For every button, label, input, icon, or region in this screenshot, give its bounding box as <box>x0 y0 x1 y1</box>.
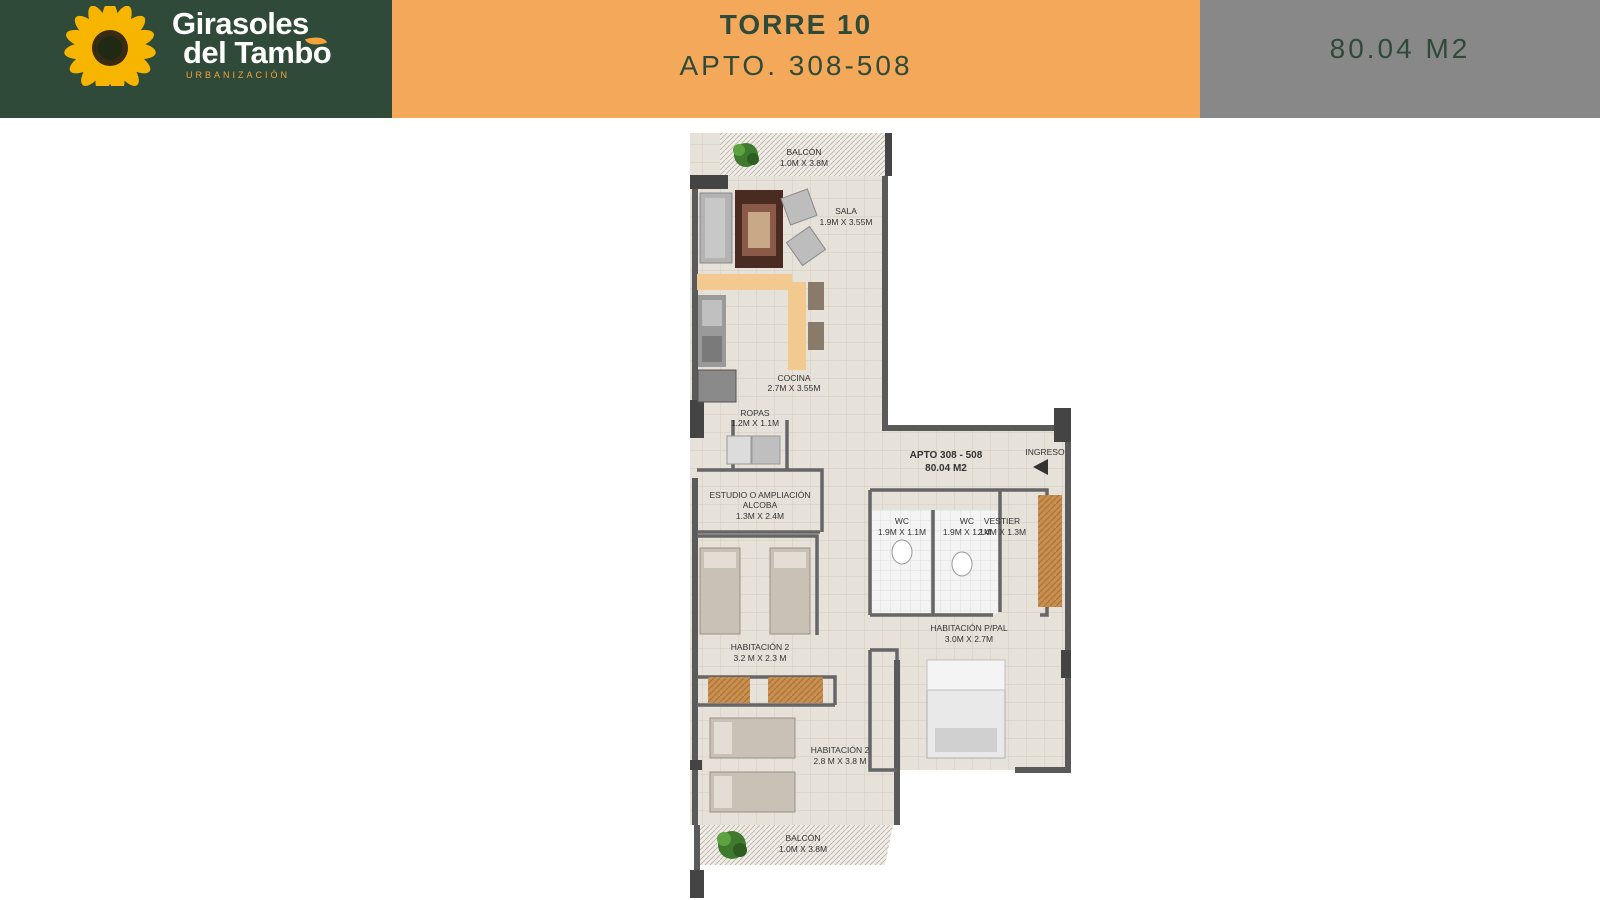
rug-icon <box>735 190 783 268</box>
brand-logo: Girasoles del Tambo URBANIZACIÓN <box>0 0 392 118</box>
size-habitacion-2b: 2.8 M X 3.8 M <box>814 756 867 766</box>
stool-icon <box>808 282 824 350</box>
label-wc-2: WC <box>960 516 974 526</box>
brand-name-line1: Girasoles <box>172 6 309 41</box>
tower-title: TORRE 10 <box>719 9 873 40</box>
size-wc-1: 1.9M X 1.1M <box>878 527 926 537</box>
size-wc-2: 1.9M X 1.1M <box>943 527 991 537</box>
entrance-label: INGRESO <box>1025 447 1065 457</box>
plant-icon <box>733 143 759 167</box>
wardrobe-icon <box>1038 495 1062 607</box>
area-panel: 80.04 M2 <box>1200 0 1600 118</box>
sunflower-icon <box>64 6 156 86</box>
size-estudio: 1.3M X 2.4M <box>736 511 784 521</box>
label-habitacion-2b: HABITACIÓN 2 <box>811 745 870 755</box>
wardrobe-icon <box>768 677 823 703</box>
label-habitacion-ppal: HABITACIÓN P/PAL <box>930 623 1007 633</box>
plant-icon <box>717 831 747 859</box>
pillow-icon <box>704 552 806 808</box>
title-panel: TORRE 10 APTO. 308-508 <box>392 0 1200 118</box>
label-sala: SALA <box>835 206 857 216</box>
size-vestier: 2.4M X 1.3M <box>978 527 1026 537</box>
apartment-title: APTO. 308-508 <box>679 50 913 81</box>
label-cocina: COCINA <box>777 373 810 383</box>
label-balcony-top: BALCÓN <box>787 147 822 157</box>
washer-icon <box>726 435 781 465</box>
label-balcony-bottom: BALCÓN <box>786 833 821 843</box>
area-value: 80.04 M2 <box>1329 33 1471 64</box>
fridge-icon <box>697 369 737 403</box>
apartment-area-label: 80.04 M2 <box>925 463 967 474</box>
label-wc-1: WC <box>895 516 909 526</box>
interior-walls <box>697 420 1049 772</box>
sofa-icon <box>699 192 733 264</box>
size-cocina: 2.7M X 3.55M <box>768 383 821 393</box>
size-ropas: 1.2M X 1.1M <box>731 418 779 428</box>
header-bar: Girasoles del Tambo URBANIZACIÓN TORRE 1… <box>0 0 1600 118</box>
armchair-icon <box>780 188 827 267</box>
entrance-arrow-icon <box>1033 459 1048 475</box>
wall-columns <box>690 133 1071 898</box>
size-habitacion-ppal: 3.0M X 2.7M <box>945 634 993 644</box>
size-habitacion-2a: 3.2 M X 2.3 M <box>734 653 787 663</box>
label-vestier: VESTIER <box>984 516 1020 526</box>
kitchen-counter <box>697 274 792 290</box>
label-ropas: ROPAS <box>740 408 769 418</box>
master-bed-icon <box>926 659 1006 759</box>
kitchen-island <box>788 282 806 370</box>
size-balcony-top: 1.0M X 3.8M <box>780 158 828 168</box>
size-sala: 1.9M X 3.55M <box>820 217 873 227</box>
wardrobe-icon <box>708 677 750 703</box>
toilet-icon <box>891 539 973 577</box>
balcony-bottom <box>697 825 893 865</box>
stove-icon <box>698 295 726 367</box>
apartment-floor <box>690 133 1068 825</box>
label-estudio-2: ALCOBA <box>743 500 778 510</box>
label-estudio: ESTUDIO O AMPLIACIÓN <box>709 490 810 500</box>
label-habitacion-2a: HABITACIÓN 2 <box>731 642 790 652</box>
apartment-label: APTO 308 - 508 <box>910 450 983 461</box>
brand-subtitle: URBANIZACIÓN <box>186 70 291 80</box>
size-balcony-bottom: 1.0M X 3.8M <box>779 844 827 854</box>
